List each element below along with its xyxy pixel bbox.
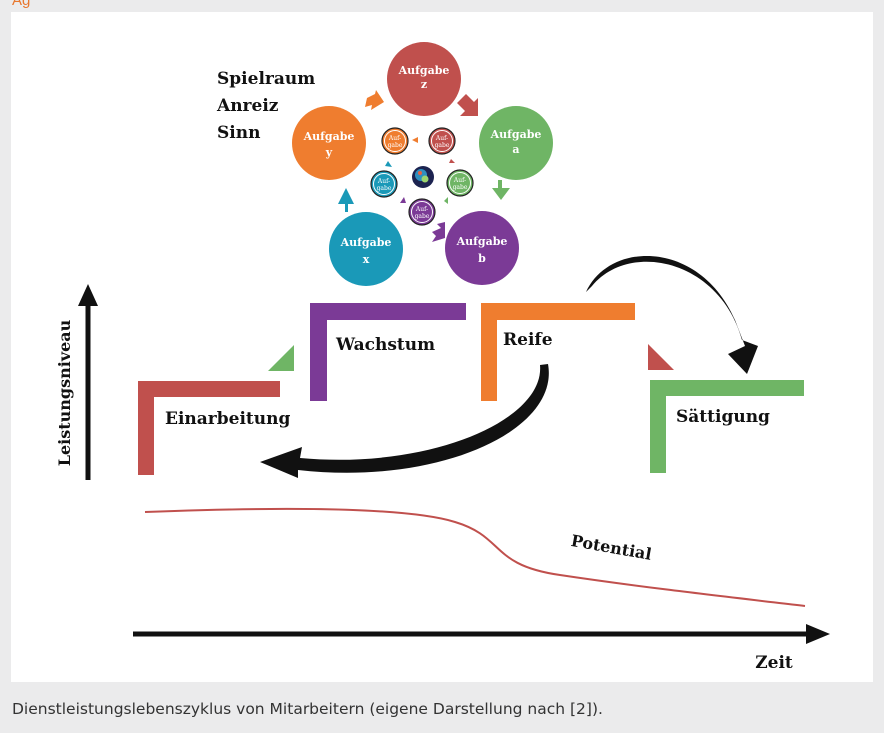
y-axis-label: Leistungsniveau: [55, 319, 74, 466]
arrow-a-to-b: [492, 180, 510, 200]
task-circle-y: Aufgabe y: [292, 106, 366, 180]
arrow-y-to-z: [365, 90, 384, 110]
task-a-letter: a: [512, 143, 519, 156]
small-task-teal: Auf- gabe: [370, 170, 398, 198]
task-x-word: Aufgabe: [340, 236, 392, 249]
task-circle-x: Aufgabe x: [329, 212, 403, 286]
small-task-purple: Auf- gabe: [408, 198, 436, 226]
task-circle-a: Aufgabe a: [479, 106, 553, 180]
aspect-anreiz: Anreiz: [216, 96, 279, 116]
task-z-word: Aufgabe: [398, 64, 450, 77]
svg-text:Auf-: Auf-: [388, 135, 401, 142]
label-einarbeitung: Einarbeitung: [165, 409, 290, 429]
arrow-x-to-y: [338, 188, 354, 212]
small-task-orange: Auf- gabe: [381, 127, 409, 155]
potential-label: Potential: [570, 531, 653, 564]
figure-panel: [11, 12, 873, 682]
task-z-letter: z: [421, 78, 427, 91]
task-circle-b: Aufgabe b: [445, 211, 519, 285]
task-y-letter: y: [325, 146, 333, 159]
x-axis: Zeit: [133, 624, 830, 673]
small-task-red: Auf- gabe: [428, 127, 456, 155]
arrow-reife-to-saettigung: [586, 255, 758, 374]
aspect-spielraum: Spielraum: [217, 69, 315, 89]
task-y-word: Aufgabe: [303, 130, 355, 143]
center-swirl-icon: [412, 166, 434, 188]
potential-curve: Potential: [144, 507, 806, 607]
svg-text:gabe: gabe: [415, 213, 430, 220]
arrow-z-to-a: [457, 94, 478, 116]
decline-triangle: [648, 344, 674, 370]
phase-einarbeitung: Einarbeitung: [138, 345, 294, 475]
task-b-letter: b: [478, 252, 486, 265]
arrow-reife-to-einarbeitung: [260, 364, 549, 478]
svg-text:Auf-: Auf-: [415, 206, 428, 213]
aspect-sinn: Sinn: [217, 123, 260, 143]
y-axis: Leistungsniveau: [55, 284, 98, 480]
task-a-word: Aufgabe: [490, 128, 542, 141]
growth-triangle: [268, 345, 294, 371]
label-reife: Reife: [503, 330, 553, 350]
task-x-letter: x: [363, 253, 370, 266]
label-wachstum: Wachstum: [335, 335, 435, 355]
label-saettigung: Sättigung: [676, 407, 770, 427]
outer-cycle-arrows: [338, 90, 510, 242]
svg-text:Auf-: Auf-: [453, 177, 466, 184]
phase-saettigung: Sättigung: [648, 344, 804, 473]
top-cut-label: Ag: [12, 0, 31, 9]
cycle-arrows: [260, 255, 758, 478]
arrow-b-to-x: [432, 222, 445, 242]
figure-caption: Dienstleistungslebenszyklus von Mitarbei…: [12, 700, 603, 718]
x-axis-label: Zeit: [755, 653, 793, 673]
phase-wachstum: Wachstum: [310, 303, 466, 401]
phase-reife: Reife: [481, 303, 635, 401]
task-b-word: Aufgabe: [456, 235, 508, 248]
svg-text:Auf-: Auf-: [435, 135, 448, 142]
inner-cycle: Auf- gabe Auf- gabe Auf- gabe Auf- gabe …: [370, 127, 474, 226]
small-task-green: Auf- gabe: [446, 169, 474, 197]
svg-text:Auf-: Auf-: [377, 178, 390, 185]
svg-text:gabe: gabe: [435, 142, 450, 149]
svg-text:gabe: gabe: [388, 142, 403, 149]
svg-text:gabe: gabe: [377, 185, 392, 192]
task-circle-z: Aufgabe z: [387, 42, 461, 116]
svg-text:gabe: gabe: [453, 184, 468, 191]
